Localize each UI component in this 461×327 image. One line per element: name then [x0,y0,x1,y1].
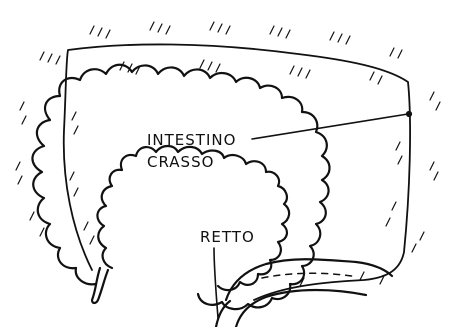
colon-label-line1: INTESTINO [147,133,236,148]
colon-outer-outline [32,65,329,309]
colon-label-line2: CRASSO [147,155,214,170]
rectum-dashed-line [262,273,352,278]
rectum-label: RETTO [200,230,255,245]
colon-leader-line [252,114,408,139]
rectum-leader-line [214,248,218,318]
colon-leader-dot [407,112,411,116]
appendix [92,268,108,303]
hatching [16,22,440,286]
